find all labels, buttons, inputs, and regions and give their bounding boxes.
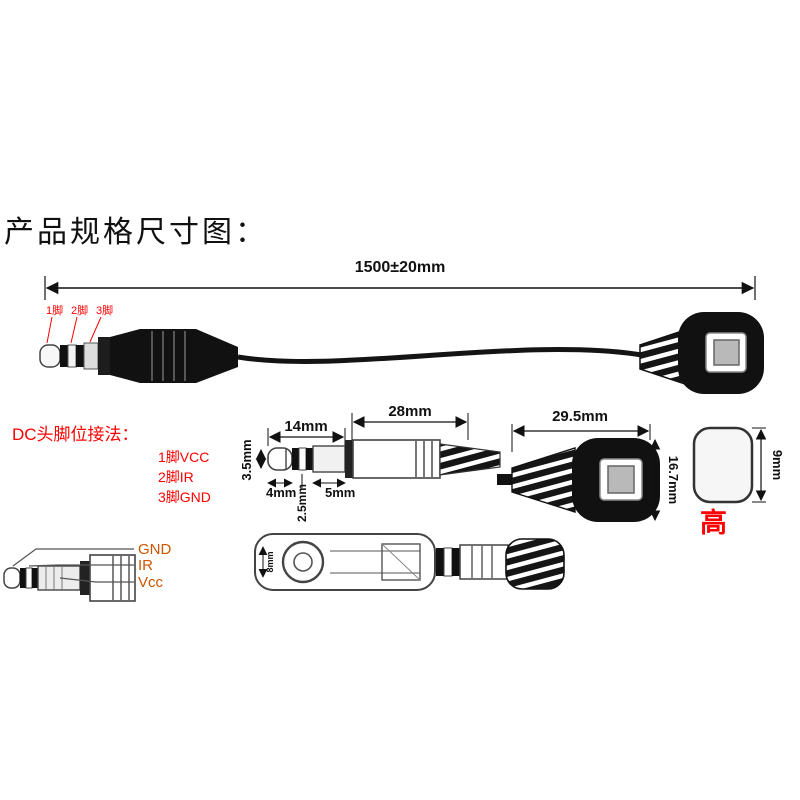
label-vcc: Vcc (138, 574, 164, 591)
jack-tip-segment-label: 4mm (266, 485, 296, 500)
pinout-pin-1: 1脚VCC (158, 449, 209, 465)
jack-plug-small-view (3, 554, 136, 602)
height-character-label: 高 (700, 507, 727, 538)
pin-mark-2: 2脚 (71, 303, 88, 317)
side-profile-drawing: 9mm 高 (692, 426, 785, 538)
label-ir: IR (138, 557, 153, 574)
overall-length-dimension: 1500±20mm (44, 259, 756, 300)
pin-mark-1: 1脚 (46, 303, 63, 317)
pinout-pin-3: 3脚GND (158, 489, 211, 505)
dc-head-side-profile (692, 426, 754, 504)
jack-neck-diameter-label: 2.5mm (295, 484, 309, 522)
cross-section-drawing: 8mm (254, 533, 565, 591)
jack-tip-length-label: 14mm (284, 418, 327, 435)
dc-length-label: 29.5mm (552, 408, 608, 425)
pinout-legend: DC头脚位接法： 1脚VCC 2脚IR 3脚GND (12, 425, 211, 505)
dc-height-label: 16.7mm (666, 456, 681, 504)
jack-dimension-drawing: 28mm 14mm 3.5mm 4mm 2.5mm 5mm (239, 403, 501, 522)
cable-assembly-drawing: 1脚 2脚 3脚 (39, 303, 764, 394)
page-title: 产品规格尺寸图： (4, 216, 268, 249)
overall-length-label: 1500±20mm (355, 259, 446, 276)
pin-mark-3: 3脚 (96, 303, 113, 317)
cable (237, 347, 643, 365)
jack-plug-side-view (267, 439, 501, 479)
pin-label-drawing: GND IR Vcc (3, 541, 172, 602)
dc-thickness-label: 9mm (770, 450, 785, 480)
shell-diameter-label: 8mm (265, 551, 275, 572)
dc-plug-side-assembly (497, 438, 660, 522)
dc-plug-dimension-drawing: 29.5mm 16.7mm (497, 408, 681, 522)
jack-tip-diameter-label: 3.5mm (239, 439, 254, 480)
dc-plug-head (639, 312, 764, 394)
pinout-heading: DC头脚位接法： (12, 425, 139, 444)
audio-jack-plug (39, 329, 238, 383)
jack-body-length-label: 28mm (388, 403, 431, 420)
jack-ring-segment-label: 5mm (325, 485, 355, 500)
pinout-pin-2: 2脚IR (158, 469, 194, 485)
label-gnd: GND (138, 541, 172, 558)
